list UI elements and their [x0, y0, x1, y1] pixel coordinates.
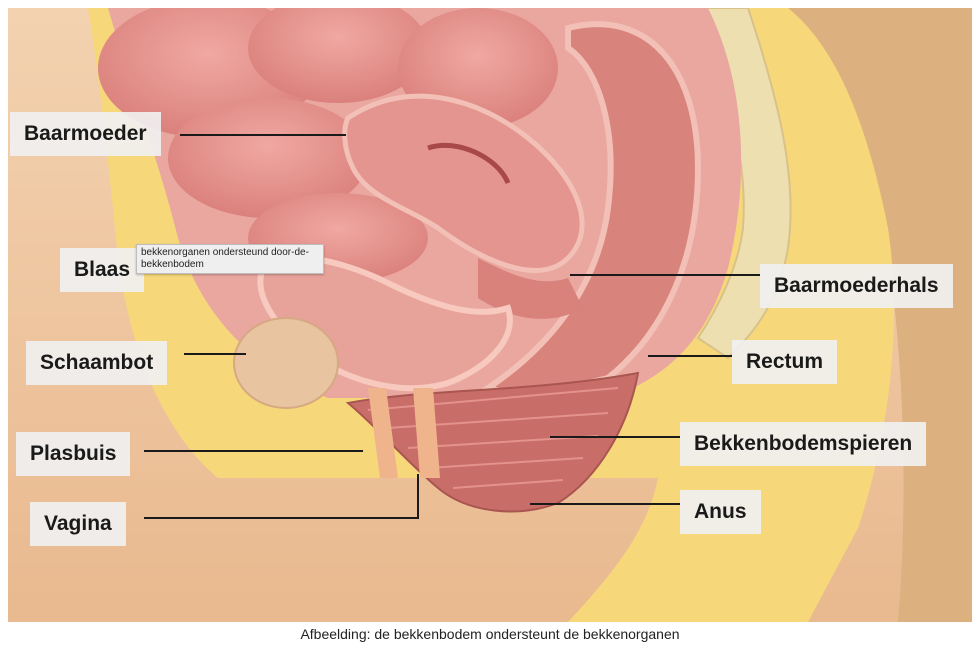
- label-bekkenbodemspieren: Bekkenbodemspieren: [680, 422, 927, 466]
- label-schaambot: Schaambot: [26, 341, 168, 385]
- label-anus: Anus: [680, 490, 761, 534]
- label-blaas: Blaas: [60, 248, 145, 292]
- uterus-organ: [342, 93, 585, 273]
- leader-lines: [144, 134, 760, 519]
- pubic-bone: [233, 317, 339, 409]
- label-baarmoederhals: Baarmoederhals: [760, 264, 953, 308]
- cervix-organ: [478, 258, 583, 319]
- anatomy-illustration: Baarmoeder Blaas Schaambot Plasbuis Vagi…: [8, 0, 972, 622]
- intestine-loop: [168, 98, 368, 218]
- label-baarmoeder: Baarmoeder: [10, 112, 161, 156]
- alt-text-tooltip: bekkenorganen ondersteund door-de-bekken…: [136, 244, 324, 274]
- label-vagina: Vagina: [30, 502, 126, 546]
- vagina-tube: [413, 388, 440, 478]
- label-rectum: Rectum: [732, 340, 838, 384]
- figure-caption: Afbeelding: de bekkenbodem ondersteunt d…: [300, 626, 680, 642]
- label-plasbuis: Plasbuis: [16, 432, 131, 476]
- pelvis-illustration: [8, 0, 972, 622]
- intestine-loop: [248, 0, 428, 103]
- back-tissue: [788, 8, 972, 622]
- urethra-tube: [368, 388, 398, 478]
